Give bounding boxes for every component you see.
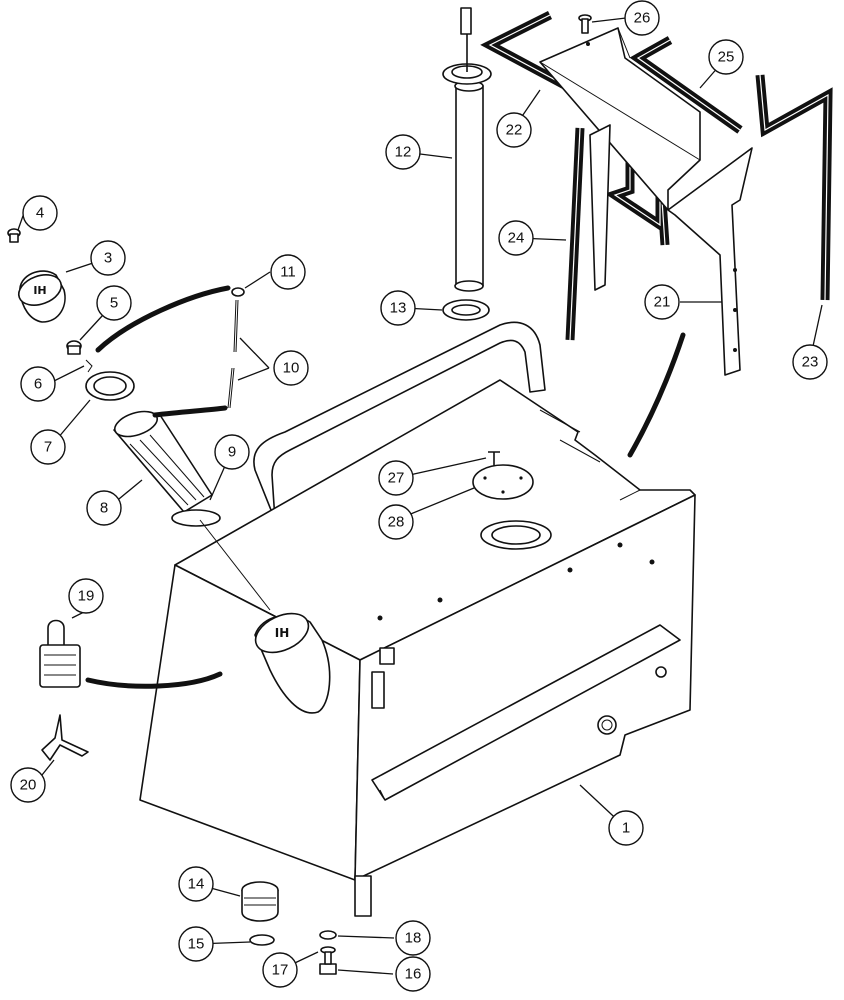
callout-23: 23 — [792, 344, 828, 380]
callout-12-label: 12 — [395, 144, 412, 161]
callout-6-label: 6 — [34, 376, 42, 393]
callout-17: 17 — [262, 952, 298, 988]
callout-1: 1 — [608, 810, 644, 846]
callout-15: 15 — [178, 926, 214, 962]
callout-4: 4 — [22, 195, 58, 231]
strainer-ring — [171, 509, 221, 527]
keys — [41, 714, 89, 761]
callout-23-label: 23 — [802, 354, 819, 371]
callout-22-label: 22 — [506, 122, 523, 139]
callout-20: 20 — [10, 767, 46, 803]
callout-5-label: 5 — [110, 295, 118, 312]
callout-4-label: 4 — [36, 205, 44, 222]
callout-22: 22 — [496, 112, 532, 148]
callout-24-label: 24 — [508, 230, 525, 247]
callout-19: 19 — [68, 578, 104, 614]
assembly-lines — [85, 285, 686, 689]
fuel-strainer — [113, 410, 213, 513]
screw-27 — [488, 451, 500, 466]
drain-plug — [241, 881, 279, 922]
clip-6 — [85, 359, 93, 373]
callout-24: 24 — [498, 220, 534, 256]
bolt-4 — [7, 228, 21, 243]
callout-8: 8 — [86, 490, 122, 526]
seal-23 — [755, 74, 833, 301]
callout-28-label: 28 — [388, 514, 405, 531]
callout-28: 28 — [378, 504, 414, 540]
callout-13-label: 13 — [390, 300, 407, 317]
callout-6: 6 — [20, 366, 56, 402]
washer-18 — [319, 930, 337, 940]
seal-24 — [565, 127, 585, 341]
callout-18: 18 — [395, 920, 431, 956]
callout-9: 9 — [214, 434, 250, 470]
sender-gasket — [442, 299, 490, 321]
callout-14: 14 — [178, 866, 214, 902]
callout-11-label: 11 — [280, 264, 296, 281]
callout-1-label: 1 — [622, 820, 630, 837]
screw-26 — [578, 14, 592, 34]
callout-15-label: 15 — [188, 936, 205, 953]
svg-text:IH: IH — [33, 284, 46, 297]
callout-18-label: 18 — [405, 930, 422, 947]
retainer-5 — [66, 340, 82, 355]
callout-20-label: 20 — [20, 777, 37, 794]
callout-21-label: 21 — [654, 294, 671, 311]
cap-gasket — [85, 371, 135, 401]
alignment-lines — [199, 519, 271, 611]
callout-14-label: 14 — [188, 876, 205, 893]
fuel-tank: IH — [139, 321, 696, 917]
fuel-sender-unit — [442, 7, 492, 292]
callout-21: 21 — [644, 284, 680, 320]
callout-9-label: 9 — [228, 444, 236, 461]
svg-text:IH: IH — [275, 626, 290, 640]
callout-7-label: 7 — [44, 439, 52, 456]
callout-26: 26 — [624, 0, 660, 36]
cover-plate — [472, 464, 534, 500]
padlock — [39, 619, 81, 688]
callout-12: 12 — [385, 134, 421, 170]
callout-10-label: 10 — [283, 360, 300, 377]
callout-19-label: 19 — [78, 588, 95, 605]
washer-15 — [249, 934, 275, 946]
callout-3: 3 — [90, 240, 126, 276]
callout-17-label: 17 — [272, 962, 289, 979]
callout-13: 13 — [380, 290, 416, 326]
callout-11: 11 — [270, 254, 306, 290]
retaining-chain — [227, 299, 239, 409]
callout-16-label: 16 — [405, 966, 422, 983]
callout-8-label: 8 — [100, 500, 108, 517]
callout-10: 10 — [273, 350, 309, 386]
callout-7: 7 — [30, 429, 66, 465]
screw-11 — [231, 287, 245, 297]
seal-25 — [629, 36, 743, 134]
callout-27-label: 27 — [388, 470, 405, 487]
bolt-16 — [319, 951, 337, 975]
callout-26-label: 26 — [634, 10, 651, 27]
fuel-cap: IH — [17, 270, 66, 323]
callout-5: 5 — [96, 285, 132, 321]
callout-3-label: 3 — [104, 250, 112, 267]
tank-bracket — [539, 27, 753, 376]
callout-16: 16 — [395, 956, 431, 992]
callout-25-label: 25 — [718, 49, 735, 66]
callout-25: 25 — [708, 39, 744, 75]
callout-27: 27 — [378, 460, 414, 496]
